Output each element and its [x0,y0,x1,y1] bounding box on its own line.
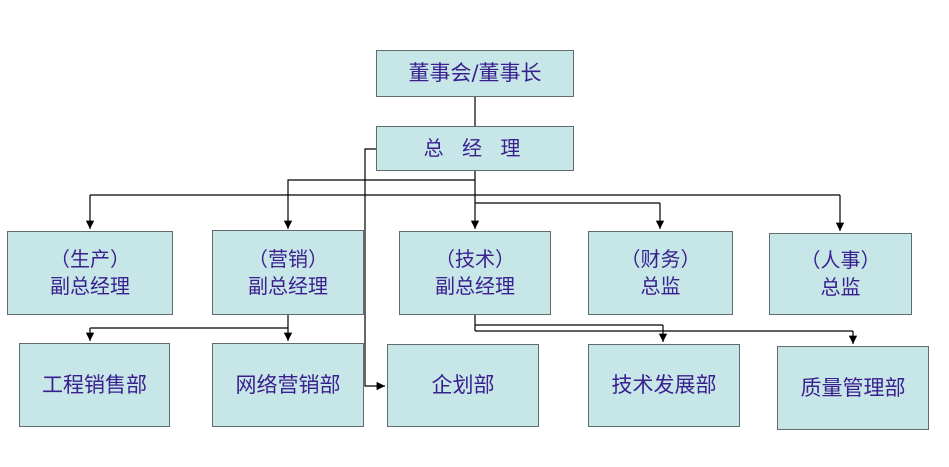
finance-director-box: （财务） 总监 [588,231,733,315]
engineering-sales-dept-label: 工程销售部 [42,372,147,397]
finance-director-line1: （财务） [620,247,701,271]
arrow-gm-to-planning [364,148,385,391]
vp-marketing-line2: 副总经理 [248,273,328,298]
vp-production-line1: （生产） [50,247,130,271]
vp-tech-line1: （技术） [435,247,515,271]
general-manager-box: 总 经 理 [376,126,574,171]
quality-management-dept-box: 质量管理部 [777,346,929,430]
hr-director-line1: （人事） [800,248,881,272]
hr-director-line2: 总监 [820,275,861,299]
planning-dept-box: 企划部 [387,344,539,427]
tech-development-dept-label: 技术发展部 [611,373,717,398]
engineering-sales-dept-box: 工程销售部 [19,343,170,427]
vp-marketing-line1: （营销） [248,246,328,271]
board-chairman-label: 董事会/董事长 [408,61,542,86]
quality-management-dept-label: 质量管理部 [800,375,906,400]
board-chairman-box: 董事会/董事长 [376,50,574,97]
planning-dept-label: 企划部 [431,373,495,398]
hr-director-box: （人事） 总监 [769,233,912,315]
vp-production-box: （生产） 副总经理 [7,231,173,315]
network-marketing-dept-box: 网络营销部 [212,343,364,427]
vp-tech-box: （技术） 副总经理 [399,231,551,315]
vp-marketing-box: （营销） 副总经理 [212,230,364,315]
finance-director-line2: 总监 [640,274,681,298]
vp-tech-line2: 副总经理 [435,274,515,298]
tech-development-dept-box: 技术发展部 [588,344,740,427]
general-manager-label: 总 经 理 [423,136,527,160]
vp-production-line2: 副总经理 [50,274,130,298]
arrow-to-vp-marketing [283,179,475,229]
network-marketing-dept-label: 网络营销部 [235,372,341,397]
